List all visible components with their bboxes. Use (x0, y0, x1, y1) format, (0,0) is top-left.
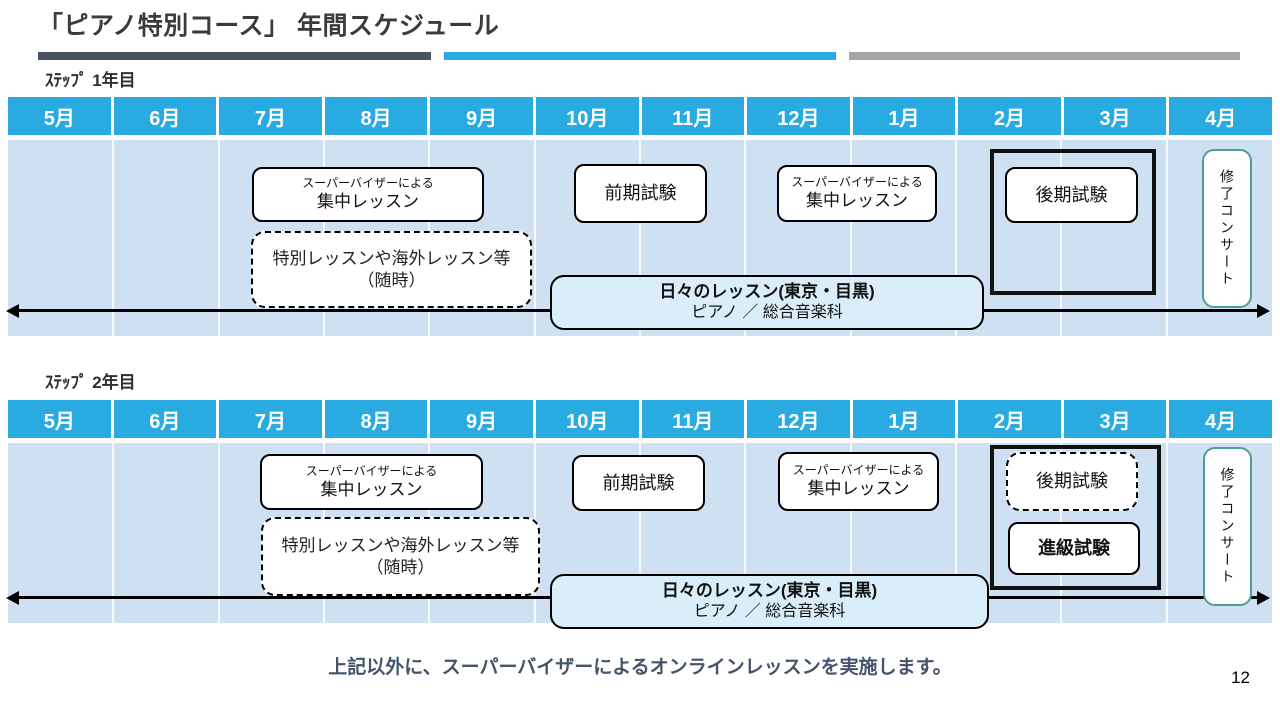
footer-note: 上記以外に、スーパーバイザーによるオンラインレッスンを実施します。 (328, 657, 952, 678)
month-cell: 5月 (8, 97, 111, 135)
first-term-exam-box: 前期試験 (574, 164, 707, 223)
schedule-year1: 5月 6月 7月 8月 9月 10月 11月 12月 1月 2月 3月 4月 ス… (6, 97, 1272, 336)
timeline-body-year2: スーパーバイザーによる 集中レッスン 特別レッスンや海外レッスン等 （随時） 前… (6, 443, 1272, 629)
supervisor-lesson-line2: 集中レッスン (806, 191, 908, 211)
month-cell: 12月 (747, 97, 850, 135)
month-cell: 7月 (219, 400, 322, 438)
supervisor-lesson-line1: スーパーバイザーによる (792, 463, 925, 478)
column-separator (744, 140, 747, 336)
month-cell: 4月 (1169, 97, 1272, 135)
supervisor-lesson-line2: 集中レッスン (807, 479, 910, 499)
arrowhead-right-icon (1257, 303, 1270, 318)
daily-lesson-line2: ピアノ ／ 総合音楽科 (693, 603, 846, 621)
column-separator (1060, 140, 1063, 336)
schedule-year2: 5月 6月 7月 8月 9月 10月 11月 12月 1月 2月 3月 4月 ス… (6, 400, 1272, 629)
column-separator (1165, 443, 1168, 623)
supervisor-lesson-line2: 集中レッスン (317, 192, 419, 212)
supervisor-lesson-box-dec: スーパーバイザーによる 集中レッスン (777, 165, 937, 222)
daily-lesson-line2: ピアノ ／ 総合音楽科 (691, 304, 843, 322)
month-cell: 10月 (535, 97, 639, 135)
arrowhead-left-icon (6, 303, 19, 318)
column-separator (533, 140, 536, 336)
column-separator (1165, 140, 1168, 336)
month-cell: 12月 (747, 400, 850, 438)
month-cell: 6月 (113, 97, 217, 135)
month-cell: 11月 (641, 97, 745, 135)
arrowhead-right-icon (1257, 590, 1270, 605)
month-cell: 10月 (535, 400, 639, 438)
month-cell: 3月 (1063, 400, 1167, 438)
page-number: 12 (1231, 668, 1250, 687)
special-lesson-line1: 特別レッスンや海外レッスン等 (272, 249, 511, 269)
completion-concert-box: 修了コンサート (1203, 447, 1252, 606)
month-cell: 11月 (641, 400, 745, 438)
month-cell: 2月 (958, 400, 1061, 438)
month-cell: 6月 (113, 400, 217, 438)
step-label-year1: ｽﾃｯﾌﾟ 1年目 (45, 71, 136, 90)
month-cell: 4月 (1169, 400, 1272, 438)
month-cell: 8月 (324, 97, 428, 135)
supervisor-lesson-box-jul: スーパーバイザーによる 集中レッスン (260, 454, 483, 510)
arrowhead-left-icon (6, 590, 19, 605)
column-separator (639, 443, 641, 623)
column-separator (639, 140, 641, 336)
exam-period-frame (990, 149, 1156, 295)
page-title: 「ピアノ特別コース」 年間スケジュール (38, 12, 500, 40)
supervisor-lesson-line1: スーパーバイザーによる (302, 176, 434, 191)
column-separator (955, 443, 957, 623)
column-separator (849, 443, 852, 623)
column-separator (955, 140, 957, 336)
supervisor-lesson-box-jul: スーパーバイザーによる 集中レッスン (252, 167, 484, 222)
supervisor-lesson-box-dec: スーパーバイザーによる 集中レッスン (778, 452, 939, 511)
step-label-year2: ｽﾃｯﾌﾟ 2年目 (45, 373, 136, 392)
title-underline-gray (849, 52, 1240, 60)
promotion-exam-box: 進級試験 (1008, 522, 1140, 575)
month-header-row-year1: 5月 6月 7月 8月 9月 10月 11月 12月 1月 2月 3月 4月 (8, 97, 1272, 135)
column-separator (112, 140, 115, 336)
supervisor-lesson-line2: 集中レッスン (320, 479, 423, 499)
month-cell: 7月 (219, 97, 322, 135)
column-separator (112, 443, 115, 623)
special-lesson-line2: （随時） (357, 270, 426, 290)
second-term-exam-box: 後期試験 (1006, 452, 1138, 511)
column-separator (744, 443, 747, 623)
timeline-body-year1: スーパーバイザーによる 集中レッスン 特別レッスンや海外レッスン等 （随時） 前… (6, 140, 1272, 336)
month-cell: 9月 (430, 400, 533, 438)
month-cell: 9月 (430, 97, 533, 135)
title-underline-blue (444, 52, 836, 60)
month-cell: 8月 (324, 400, 428, 438)
supervisor-lesson-line1: スーパーバイザーによる (305, 463, 438, 478)
special-lesson-line2: （随時） (366, 557, 435, 577)
special-lesson-line1: 特別レッスンや海外レッスン等 (281, 536, 520, 556)
completion-concert-box: 修了コンサート (1202, 149, 1252, 308)
column-separator (217, 140, 220, 336)
month-header-row-year2: 5月 6月 7月 8月 9月 10月 11月 12月 1月 2月 3月 4月 (8, 400, 1272, 438)
daily-lesson-line1: 日々のレッスン(東京・目黒) (659, 282, 875, 302)
column-separator (217, 443, 220, 623)
second-term-exam-box: 後期試験 (1005, 167, 1138, 223)
month-cell: 3月 (1063, 97, 1167, 135)
title-underline-dark (38, 52, 431, 60)
supervisor-lesson-line1: スーパーバイザーによる (791, 175, 923, 190)
month-cell: 1月 (852, 97, 956, 135)
month-cell: 1月 (852, 400, 956, 438)
column-separator (849, 140, 852, 336)
special-lesson-box: 特別レッスンや海外レッスン等 （随時） (251, 231, 532, 308)
daily-lesson-box: 日々のレッスン(東京・目黒) ピアノ ／ 総合音楽科 (550, 275, 984, 330)
first-term-exam-box: 前期試験 (572, 455, 705, 511)
special-lesson-box: 特別レッスンや海外レッスン等 （随時） (261, 517, 540, 596)
month-cell: 2月 (958, 97, 1061, 135)
month-cell: 5月 (8, 400, 111, 438)
daily-lesson-box: 日々のレッスン(東京・目黒) ピアノ ／ 総合音楽科 (550, 574, 989, 629)
daily-lesson-line1: 日々のレッスン(東京・目黒) (661, 581, 878, 601)
exam-period-frame (990, 445, 1161, 590)
